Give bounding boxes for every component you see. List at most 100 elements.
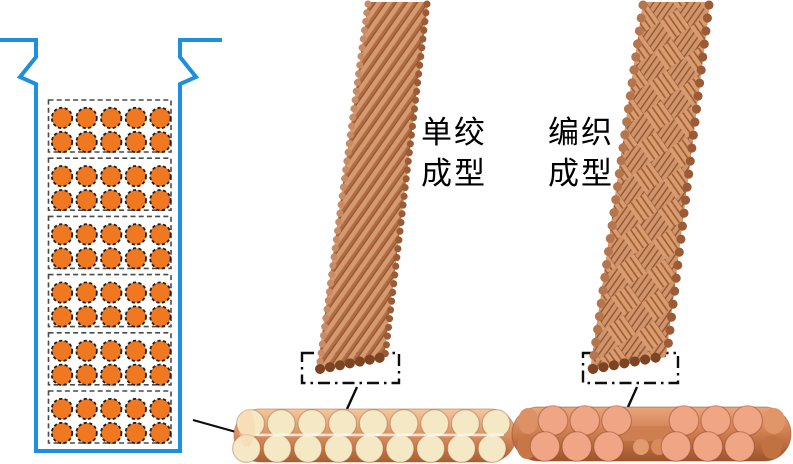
wire-group-box	[47, 331, 172, 386]
braid-wire-circle	[593, 431, 624, 462]
conductor-circle	[75, 305, 98, 328]
twisted-strand-left-scallop	[315, 0, 372, 373]
detail-box-braid	[581, 351, 680, 385]
conductor-circle	[124, 421, 147, 445]
callout-line-braid	[626, 386, 639, 408]
twisted-strand	[315, 0, 431, 374]
conductor-circle	[124, 281, 147, 304]
braid-wire-circle	[529, 431, 561, 462]
wire-group-box	[47, 215, 172, 270]
conductor-circle	[100, 305, 123, 328]
braid-case-lump	[633, 439, 649, 455]
conductor-circle	[100, 281, 123, 304]
braided-strand-left-scallop	[587, 0, 648, 374]
twist-wire-circle	[446, 434, 476, 464]
braid-wire-circle	[660, 431, 692, 462]
conductor-circle	[149, 363, 172, 386]
callout-line-slot	[192, 418, 237, 434]
conductor-circle	[75, 397, 98, 421]
conductor-circle	[75, 281, 98, 304]
conductor-circle	[100, 421, 123, 445]
cross-section-braid	[511, 405, 792, 462]
twist-wire-circle	[297, 409, 327, 439]
conductor-circle	[149, 339, 172, 362]
conductor-circle	[50, 339, 74, 362]
braid-case-lump	[763, 408, 785, 434]
twisted-strand-body	[317, 2, 428, 371]
conductor-circle	[50, 130, 74, 154]
slot-wire-groups	[47, 99, 172, 445]
twisted-strand-wire-ends	[315, 352, 389, 374]
label-twist-forming-line1: 单绞	[421, 115, 487, 150]
label-braid-forming-line2: 成型	[548, 156, 614, 191]
conductor-circle	[50, 247, 74, 270]
twist-wire-circle	[420, 409, 450, 439]
label-braid-forming: 编织 成型	[537, 112, 625, 194]
conductor-circle	[149, 421, 172, 445]
conductor-circle	[75, 165, 98, 188]
twist-wire-circle	[354, 434, 384, 464]
braid-case-bridge	[620, 426, 674, 441]
conductor-circle	[100, 223, 123, 246]
conductor-circle	[149, 247, 172, 270]
twist-wire-circle	[262, 434, 292, 464]
conductor-circle	[149, 397, 172, 421]
twist-wire-circle	[385, 434, 415, 464]
conductor-circle	[75, 421, 98, 445]
twist-wire-circle	[477, 434, 507, 464]
braid-wire-circle	[668, 405, 700, 436]
braid-case-lump	[518, 408, 538, 434]
conductor-circle	[149, 189, 172, 212]
conductor-circle	[75, 339, 98, 362]
wire-group-box	[47, 390, 172, 444]
conductor-circle	[50, 281, 74, 304]
conductor-circle	[100, 106, 123, 130]
twist-wire-circle	[266, 409, 296, 439]
braided-strand-wire-ends	[588, 351, 670, 374]
wire-group-box	[47, 157, 172, 211]
braid-wire-circle	[561, 431, 593, 462]
braid-wire-circle	[537, 405, 569, 436]
braid-case-lump	[762, 435, 782, 459]
braid-cross-section-wires	[529, 405, 763, 462]
twist-case-highlight	[239, 409, 255, 447]
conductor-circle	[124, 165, 147, 188]
conductor-circle	[100, 130, 123, 154]
detail-box-twist	[300, 351, 401, 385]
braid-wire-circle	[732, 405, 763, 436]
twist-wire-circle	[328, 409, 358, 439]
twist-wire-circle	[358, 409, 388, 439]
conductor-circle	[100, 339, 123, 362]
conductor-circle	[50, 363, 74, 386]
conductor-circle	[124, 363, 147, 386]
label-twist-forming-line2: 成型	[421, 156, 487, 191]
conductor-circle	[124, 130, 147, 154]
conductor-circle	[100, 189, 123, 212]
conductor-circle	[124, 189, 147, 212]
label-braid-forming-line1: 编织	[548, 115, 614, 150]
conductor-circle	[75, 247, 98, 270]
conductor-circle	[124, 223, 147, 246]
conductor-circle	[124, 106, 147, 130]
cross-section-twist	[232, 408, 517, 464]
wire-group-box	[47, 273, 172, 328]
twist-wire-circle	[481, 409, 511, 439]
braided-strand-weave	[590, 2, 710, 371]
twist-cross-section-seam	[256, 433, 504, 437]
conductor-circle	[75, 130, 98, 154]
conductor-circle	[75, 189, 98, 212]
conductor-circle	[124, 339, 147, 362]
braid-wire-circle	[724, 431, 755, 462]
twist-wire-circle	[389, 409, 419, 439]
twist-cross-section-wires	[232, 409, 511, 464]
stator-slot-outline	[0, 38, 222, 453]
conductor-circle	[149, 305, 172, 328]
conductor-circle	[149, 223, 172, 246]
conductor-circle	[149, 165, 172, 188]
braided-strand	[587, 0, 714, 374]
conductor-circle	[100, 247, 123, 270]
conductor-circle	[75, 106, 98, 130]
conductor-circle	[149, 106, 172, 130]
